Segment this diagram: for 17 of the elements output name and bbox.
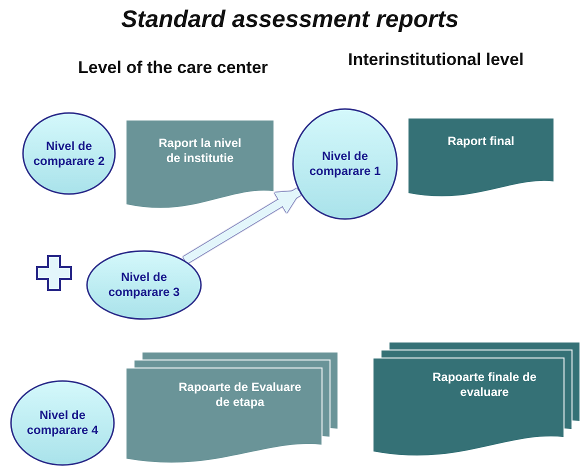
section-heading: Interinstitutional level [348, 50, 524, 70]
node-label: Nivel de comparare 3 [107, 270, 181, 300]
node-label: Nivel de comparare 4 [26, 408, 100, 438]
node-label: Nivel de comparare 1 [308, 149, 382, 179]
ellipse-node [292, 108, 398, 220]
ellipse-node [10, 380, 115, 466]
node-label: Rapoarte finale de evaluare [431, 369, 538, 400]
block-arrow [183, 188, 302, 264]
node-label: Raport la nivel de institutie [158, 135, 242, 166]
node-label: Raport final [446, 133, 516, 149]
ellipse-node [86, 250, 202, 320]
title: Standard assessment reports [120, 6, 460, 34]
section-heading: Level of the care center [78, 58, 268, 78]
node-label: Rapoarte de Evaluare de etapa [178, 379, 302, 410]
document-shape [408, 118, 554, 200]
node-label: Nivel de comparare 2 [32, 138, 106, 168]
ellipse-node [22, 112, 116, 195]
